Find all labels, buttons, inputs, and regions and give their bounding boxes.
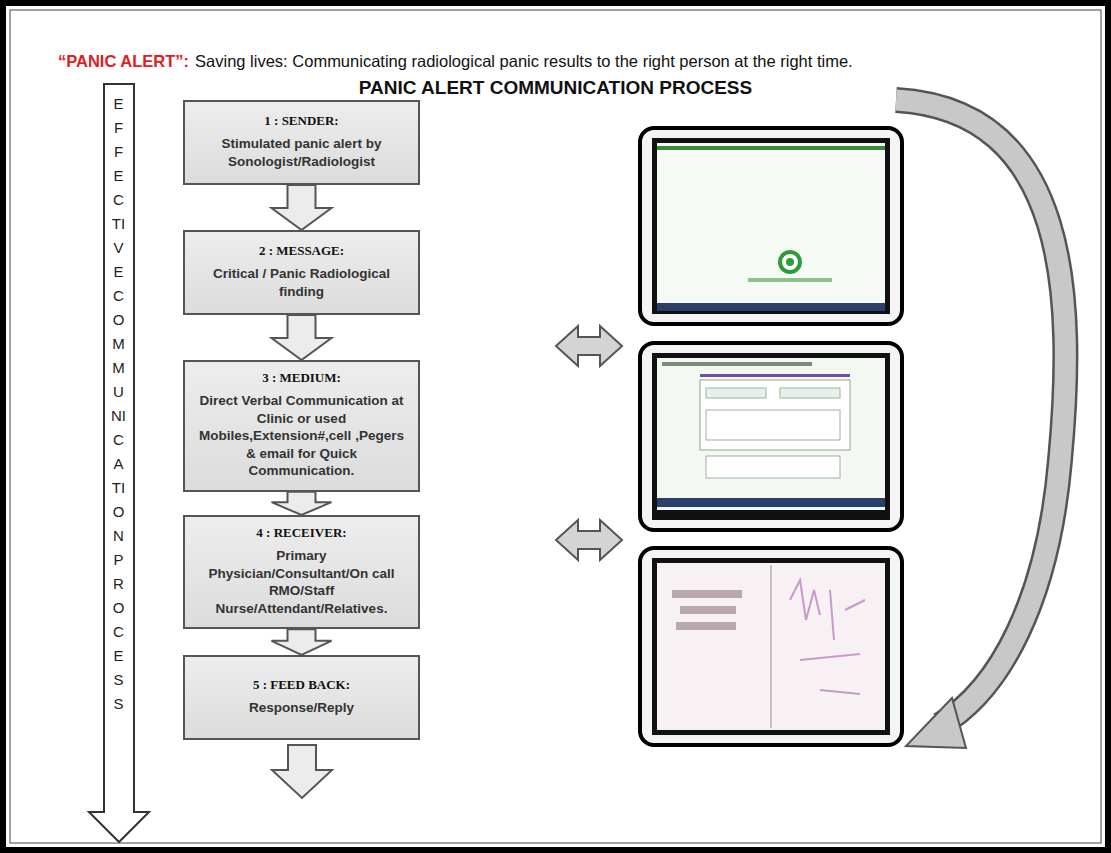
diagram-title: PANIC ALERT COMMUNICATION PROCESS xyxy=(0,77,1111,99)
process-box: 5 : FEED BACK: Response/Reply xyxy=(183,655,420,740)
block-arrow xyxy=(272,185,332,230)
step-text: Direct Verbal Communication at Clinic or… xyxy=(195,392,408,480)
process-box: 4 : RECEIVER: Primary Physician/Consultan… xyxy=(183,515,420,629)
inner-frame xyxy=(10,10,1101,843)
block-arrow xyxy=(272,315,332,360)
subtitle-label: Saving lives: Communicating radiological… xyxy=(195,52,853,70)
curved-arrow xyxy=(896,100,1065,748)
title-row: “PANIC ALERT”: Saving lives: Communicatin… xyxy=(58,52,853,71)
process-box: 2 : MESSAGE: Critical / Panic Radiologica… xyxy=(183,230,420,315)
screen-2 xyxy=(640,343,902,530)
step-text: Response/Reply xyxy=(195,699,408,717)
double-arrow xyxy=(556,520,622,560)
step-heading: 1 : SENDER: xyxy=(195,113,408,129)
block-arrow xyxy=(272,492,332,515)
step-heading: 4 : RECEIVER: xyxy=(195,525,408,541)
process-box: 3 : MEDIUM: Direct Verbal Communication a… xyxy=(183,360,420,492)
step-text: Critical / Panic Radiological finding xyxy=(195,265,408,300)
screen-1 xyxy=(640,128,902,324)
step-heading: 5 : FEED BACK: xyxy=(195,677,408,693)
vertical-label: EFFECTIVE COMMUNICATION PROCESS xyxy=(111,92,126,716)
step-heading: 2 : MESSAGE: xyxy=(195,243,408,259)
process-arrow xyxy=(89,84,149,842)
step-text: Primary Physician/Consultant/On call RMO… xyxy=(195,547,408,617)
block-arrow xyxy=(272,629,332,655)
double-arrow xyxy=(556,326,622,366)
block-arrow xyxy=(272,745,332,798)
process-box: 1 : SENDER: Stimulated panic alert by Son… xyxy=(183,100,420,185)
step-text: Stimulated panic alert by Sonologist/Rad… xyxy=(195,135,408,170)
outer-frame xyxy=(3,3,1108,850)
step-heading: 3 : MEDIUM: xyxy=(195,370,408,386)
alert-label: “PANIC ALERT”: xyxy=(58,52,189,70)
screen-3 xyxy=(640,548,902,745)
